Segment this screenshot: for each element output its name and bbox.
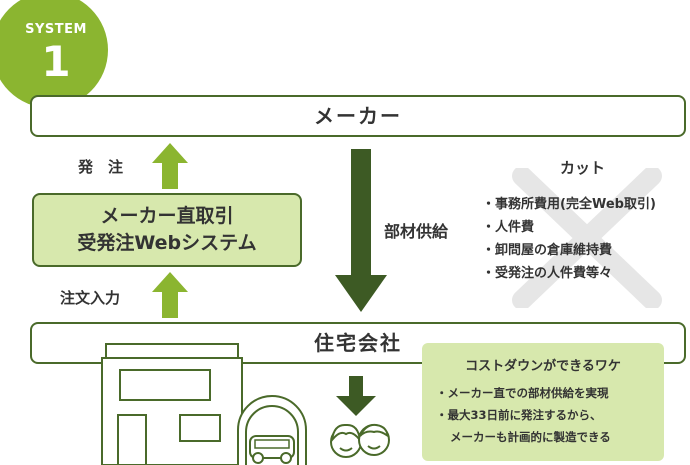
badge-number: 1 [41, 37, 71, 86]
supply-arrow [335, 149, 387, 312]
cut-item: ・人件費 [482, 220, 535, 235]
cut-item: ・受発注の人件費等々 [482, 266, 613, 281]
cut-title: カット [560, 159, 606, 177]
supply-label: 部材供給 [384, 222, 449, 241]
system-badge [0, 0, 108, 108]
order-entry-label: 注文入力 [60, 289, 121, 307]
maker-bar: メーカー [30, 95, 686, 137]
badge-label: SYSTEM [25, 22, 87, 37]
order-label: 発 注 [78, 158, 124, 176]
maker-label: メーカー [314, 104, 402, 128]
down-arrow-icon [336, 376, 376, 416]
customers-icon [330, 423, 390, 458]
cut-item: ・卸問屋の倉庫維持費 [482, 243, 613, 258]
reason-title: コストダウンができるワケ [465, 359, 621, 374]
housing-company-label: 住宅会社 [314, 331, 402, 355]
web-system-box: メーカー直取引 受発注Webシステム [32, 193, 302, 267]
system-line-1: メーカー直取引 [100, 205, 234, 227]
reason-item: ・最大33日前に発注するから、 [436, 408, 602, 422]
order-entry-arrow [152, 272, 188, 318]
cost-reduction-reason-box: コストダウンができるワケ ・メーカー直での部材供給を実現 ・最大33日前に発注す… [422, 343, 664, 461]
system-line-2: 受発注Webシステム [77, 232, 257, 254]
cut-cross-mark [512, 168, 662, 308]
order-arrow [152, 143, 188, 189]
reason-item: メーカーも計画的に製造できる [450, 430, 611, 444]
cut-item: ・事務所費用(完全Web取引) [482, 197, 656, 212]
reason-item: ・メーカー直での部材供給を実現 [436, 386, 609, 400]
house-icon [101, 343, 307, 465]
